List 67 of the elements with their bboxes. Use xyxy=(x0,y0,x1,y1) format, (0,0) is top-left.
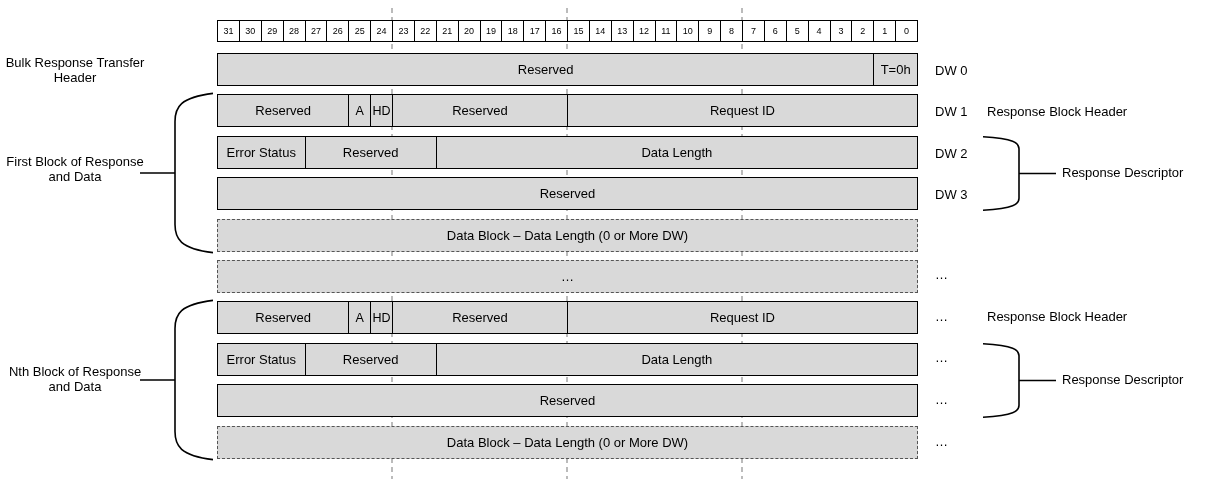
bit-number: 5 xyxy=(785,20,809,42)
register-field: Reserved xyxy=(392,301,568,335)
register-field: Reserved xyxy=(217,177,918,211)
register-field: Reserved xyxy=(217,94,350,128)
register-field: Data Length xyxy=(435,135,918,169)
bit-number: 26 xyxy=(326,20,350,42)
side-label: … xyxy=(935,266,948,282)
bit-number: 25 xyxy=(348,20,372,42)
side-label: Response Descriptor xyxy=(1062,371,1184,387)
bit-number: 2 xyxy=(851,20,875,42)
bit-number: 17 xyxy=(523,20,547,42)
bit-number: 24 xyxy=(370,20,393,42)
bit-number: 0 xyxy=(895,20,918,42)
register-field: Reserved xyxy=(392,94,568,128)
register-field: Reserved xyxy=(304,342,437,376)
side-label: Bulk Response Transfer Header xyxy=(5,55,145,85)
bit-number: 20 xyxy=(457,20,481,42)
side-label: … xyxy=(935,433,948,449)
register-field: Data Length xyxy=(435,342,918,376)
bit-number: 13 xyxy=(610,20,634,42)
side-label: First Block of Response and Data xyxy=(5,154,145,184)
side-label: DW 1 xyxy=(935,103,968,119)
bit-number: 16 xyxy=(545,20,568,42)
side-label: … xyxy=(935,349,948,365)
side-label: Response Block Header xyxy=(987,308,1128,324)
bit-number: 15 xyxy=(567,20,590,42)
side-label: DW 2 xyxy=(935,145,968,161)
bit-number: 28 xyxy=(282,20,306,42)
register-field: Request ID xyxy=(567,94,918,128)
bit-number: 31 xyxy=(217,20,240,42)
register-field: HD xyxy=(370,301,393,335)
bit-number: 7 xyxy=(742,20,765,42)
register-field: Reserved xyxy=(217,53,875,86)
bit-number: 9 xyxy=(698,20,722,42)
bit-number: 14 xyxy=(588,20,612,42)
side-label: DW 0 xyxy=(935,62,968,78)
bit-number: 18 xyxy=(501,20,525,42)
side-label: … xyxy=(935,391,948,407)
data-block-field: … xyxy=(217,260,918,293)
register-field: Error Status xyxy=(217,342,306,376)
data-block-field: Data Block – Data Length (0 or More DW) xyxy=(217,425,918,459)
register-field: HD xyxy=(370,94,393,128)
bit-number: 8 xyxy=(720,20,743,42)
bit-number: 1 xyxy=(873,20,897,42)
bit-number: 30 xyxy=(238,20,262,42)
bit-number: 22 xyxy=(413,20,437,42)
register-field: Reserved xyxy=(304,135,437,169)
bit-number: 23 xyxy=(392,20,415,42)
register-field: T=0h xyxy=(873,53,918,86)
side-label: DW 3 xyxy=(935,186,968,202)
register-field: Reserved xyxy=(217,301,350,335)
register-field: Error Status xyxy=(217,135,306,169)
side-label: Nth Block of Response and Data xyxy=(7,364,143,394)
register-field: A xyxy=(348,94,372,128)
side-label: Response Block Header xyxy=(987,103,1128,119)
side-label: Response Descriptor xyxy=(1062,164,1184,180)
register-field: Request ID xyxy=(567,301,918,335)
data-block-field: Data Block – Data Length (0 or More DW) xyxy=(217,218,918,252)
side-label: … xyxy=(935,308,948,324)
register-field: Reserved xyxy=(217,384,918,418)
bit-number: 29 xyxy=(260,20,284,42)
bit-number: 10 xyxy=(676,20,700,42)
register-field: A xyxy=(348,301,372,335)
bit-number: 4 xyxy=(807,20,831,42)
bit-number: 21 xyxy=(435,20,459,42)
bit-number: 6 xyxy=(763,20,787,42)
bit-number: 12 xyxy=(632,20,656,42)
